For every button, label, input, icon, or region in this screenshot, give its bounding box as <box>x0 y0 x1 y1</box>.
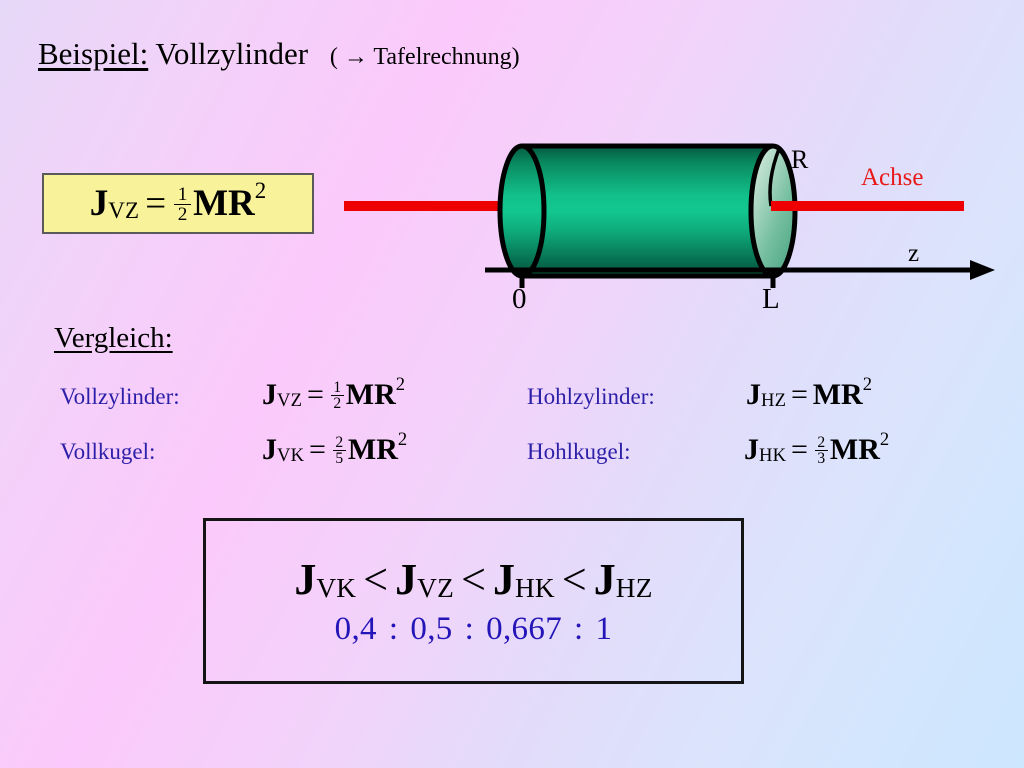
ratio-separator-2: : <box>464 611 475 647</box>
cmp-radius: R <box>376 433 398 466</box>
z-tick-label-start: 0 <box>512 283 527 315</box>
axis-line-right <box>771 201 964 211</box>
cmp-subscript: HZ <box>761 390 787 412</box>
comparison-heading: Vergleich: <box>54 322 173 354</box>
cmp-fraction: 2 3 <box>814 434 828 468</box>
z-tick-label-end: L <box>762 283 780 315</box>
ineq-subscript-2: VZ <box>417 573 455 603</box>
ineq-symbol-3: J <box>492 555 515 604</box>
comparison-label-hohlzylinder: Hohlzylinder: <box>527 384 655 409</box>
title-subject: Vollzylinder <box>155 36 309 71</box>
ineq-symbol-2: J <box>395 555 418 604</box>
title-note: ( → Tafelrechnung) <box>329 44 520 70</box>
cmp-radius: R <box>374 378 396 411</box>
axis-line-left <box>344 201 534 211</box>
z-axis-label: z <box>908 240 920 267</box>
ratio-value-2: 0,5 <box>410 611 453 647</box>
comparison-label-vollzylinder: Vollzylinder: <box>60 384 180 409</box>
cmp-subscript: HK <box>759 445 787 467</box>
title-keyword: Beispiel: <box>38 36 149 71</box>
cylinder-svg <box>344 143 995 288</box>
formula-symbol: J <box>89 183 109 224</box>
cmp-denominator: 2 <box>333 395 342 413</box>
cmp-symbol: J <box>262 433 277 466</box>
page-title: Beispiel: Vollzylinder ( → Tafelrechnung… <box>38 36 520 72</box>
ineq-symbol-4: J <box>593 555 616 604</box>
cmp-exponent: 2 <box>862 373 872 395</box>
cmp-equals: = <box>306 378 324 411</box>
fraction-numerator: 1 <box>174 184 191 205</box>
cmp-denominator: 5 <box>335 450 344 468</box>
cmp-equals: = <box>309 433 326 466</box>
ineq-symbol-1: J <box>294 555 317 604</box>
cmp-symbol: J <box>744 433 759 466</box>
cylinder-left-cap <box>497 143 547 279</box>
cmp-equals: = <box>791 433 808 466</box>
cmp-exponent: 2 <box>397 428 408 450</box>
cmp-mass: M <box>829 433 859 466</box>
ratio-value-3: 0,667 <box>486 611 563 647</box>
comparison-label-hohlkugel: Hohlkugel: <box>527 439 631 464</box>
axis-label-achse: Achse <box>861 164 924 191</box>
cmp-radius: R <box>841 378 863 411</box>
ineq-subscript-3: HK <box>514 573 555 603</box>
cmp-fraction: 2 5 <box>332 434 346 468</box>
cmp-mass: M <box>812 378 842 411</box>
ratio-value-4: 1 <box>595 611 613 647</box>
cylinder-body <box>522 146 773 276</box>
comparison-label-vollkugel: Vollkugel: <box>60 439 156 464</box>
ineq-subscript-4: HZ <box>615 573 653 603</box>
cmp-denominator: 3 <box>817 450 826 468</box>
formula-equals: = <box>145 183 167 224</box>
cmp-numerator: 1 <box>330 379 344 397</box>
cmp-exponent: 2 <box>879 428 890 450</box>
formula-exponent: 2 <box>254 177 267 203</box>
cmp-mass: M <box>345 378 375 411</box>
formula-radius: R <box>228 183 255 224</box>
cmp-mass: M <box>347 433 377 466</box>
ineq-operator-1: < <box>363 555 389 604</box>
cmp-equals: = <box>790 378 808 411</box>
cmp-subscript: VK <box>277 445 305 467</box>
cmp-numerator: 2 <box>814 434 828 452</box>
radius-label: R <box>791 145 809 174</box>
formula-mass: M <box>193 183 229 224</box>
formula-subscript: VZ <box>108 198 140 224</box>
cylinder-diagram <box>330 118 1010 328</box>
ratio-expression: 0,4:0,5:0,667:1 <box>335 611 613 648</box>
cmp-subscript: VZ <box>277 390 303 412</box>
cmp-symbol: J <box>746 378 761 411</box>
ineq-subscript-1: VK <box>316 573 357 603</box>
z-axis-arrowhead <box>970 260 995 280</box>
ineq-operator-3: < <box>561 555 587 604</box>
cmp-numerator: 2 <box>332 434 346 452</box>
ratio-separator-1: : <box>388 611 399 647</box>
cmp-symbol: J <box>262 378 277 411</box>
cmp-exponent: 2 <box>395 373 406 395</box>
cmp-fraction: 1 2 <box>330 379 344 413</box>
ineq-operator-2: < <box>461 555 486 604</box>
radius-line <box>768 148 781 207</box>
cmp-radius: R <box>858 433 880 466</box>
formula-fraction: 1 2 <box>174 184 191 225</box>
fraction-denominator: 2 <box>177 203 188 225</box>
ratio-separator-3: : <box>574 611 584 647</box>
ratio-value-1: 0,4 <box>334 611 377 647</box>
